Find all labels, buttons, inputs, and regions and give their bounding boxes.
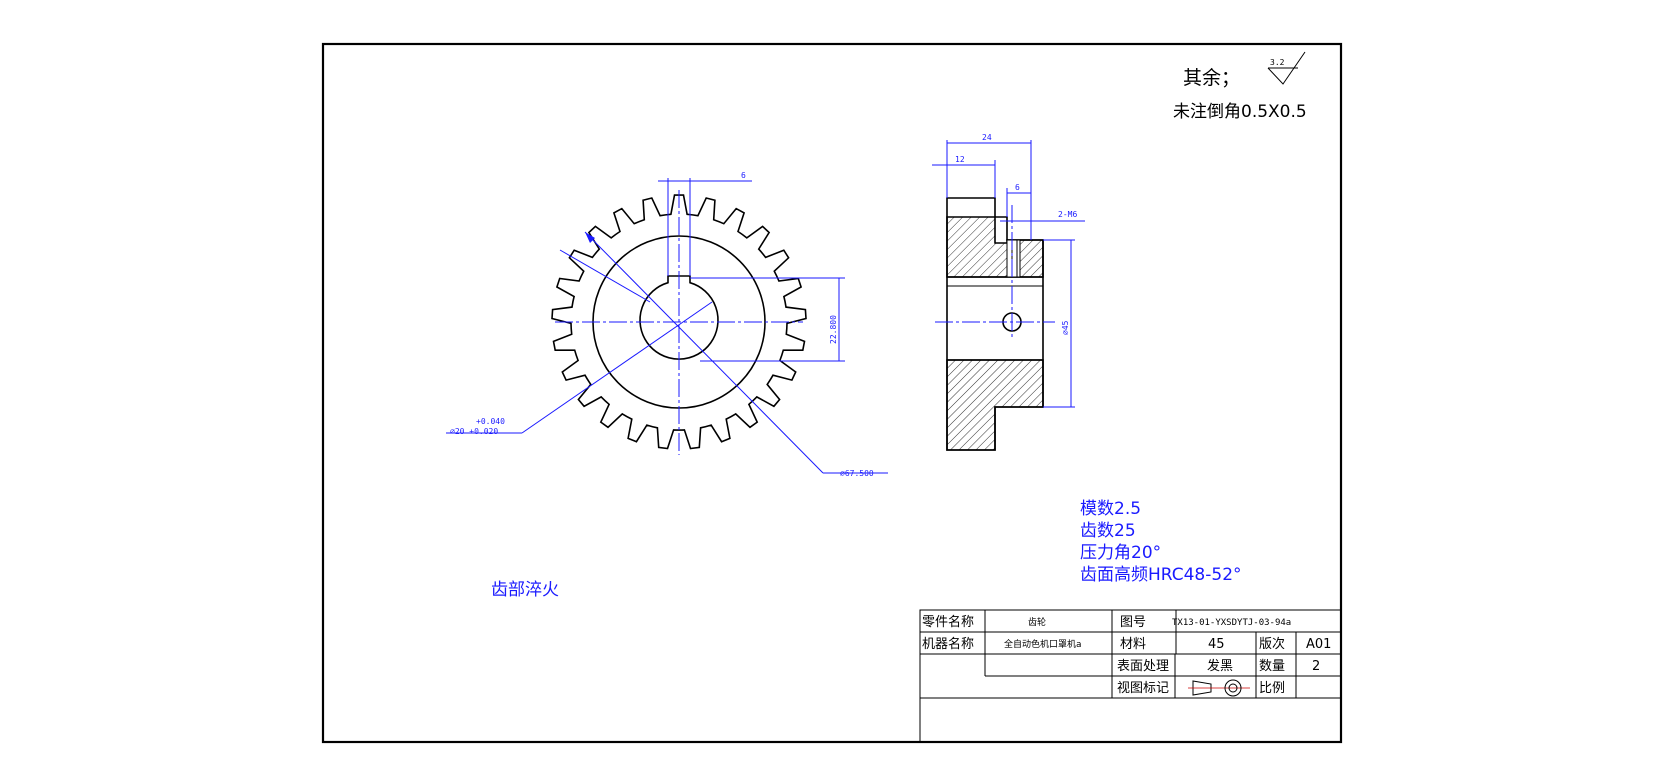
outer-dia-label: ⌀67.500: [840, 469, 874, 478]
hub-width-label: 12: [955, 155, 965, 164]
version-value: A01: [1306, 637, 1331, 652]
view-label: 视图标记: [1117, 681, 1169, 696]
scale-label: 比例: [1259, 681, 1285, 696]
part-name-label: 零件名称: [922, 614, 974, 630]
bore-dia-leader-2: [559, 249, 651, 303]
total-width-label: 24: [982, 133, 992, 142]
part-name: 齿轮: [1028, 616, 1046, 628]
material-value: 45: [1208, 637, 1225, 652]
surface-rest-label: 其余；: [1183, 67, 1240, 89]
arrow-head: [585, 232, 595, 243]
machine-label: 机器名称: [922, 636, 974, 652]
bore-dia-label: ⌀20 +0.020: [450, 427, 498, 436]
drawing-no: TX13-01-YXSDYTJ-03-94a: [1172, 618, 1291, 628]
roughness-symbol: 3.2: [1267, 51, 1306, 85]
keyway-depth-label: 22.800: [829, 315, 838, 344]
hole-offset-label: 6: [1015, 183, 1020, 192]
surface-label: 表面处理: [1117, 659, 1169, 674]
version-label: 版次: [1259, 636, 1285, 652]
spec-module: 模数2.5: [1080, 499, 1141, 519]
drawing-no-label: 图号: [1120, 615, 1146, 630]
roughness-value: 3.2: [1270, 58, 1285, 67]
section-top-hatch: [946, 216, 1044, 278]
spec-hardness: 齿面高频HRC48-52°: [1080, 565, 1242, 585]
bore-dia-leader: [521, 301, 713, 434]
spec-pressure-angle: 压力角20°: [1080, 543, 1161, 563]
hub-dia-label: ⌀45: [1061, 320, 1070, 335]
gear-teeth-profile: [551, 194, 807, 450]
qty-label: 数量: [1259, 659, 1285, 674]
projection-symbol-icon: [1188, 679, 1250, 697]
tapped-hole: [1006, 239, 1021, 278]
gear-front-view: 6 22.800 +0.040 ⌀20 +0.020 ⌀67.500: [446, 171, 888, 478]
hardening-note: 齿部淬火: [491, 580, 559, 600]
machine-name: 全自动色机口罩机a: [1004, 638, 1081, 650]
keyway-width-label: 6: [741, 171, 746, 180]
title-block: 零件名称 齿轮 图号 TX13-01-YXSDYTJ-03-94a 机器名称 全…: [919, 609, 1342, 743]
thread-label: 2-M6: [1058, 210, 1077, 219]
qty-value: 2: [1312, 659, 1320, 674]
bore-tol-upper: +0.040: [476, 417, 505, 426]
chamfer-note: 未注倒角0.5X0.5: [1173, 102, 1307, 122]
surface-value: 发黑: [1207, 658, 1233, 674]
gear-side-view: 24 12 6 2-M6 ⌀45: [932, 133, 1085, 451]
spec-teeth: 齿数25: [1080, 521, 1136, 541]
outer-dia-leader: [584, 231, 824, 474]
bore-with-keyway: [639, 275, 719, 360]
material-label: 材料: [1120, 637, 1146, 652]
drawing-border: [321, 42, 1343, 744]
